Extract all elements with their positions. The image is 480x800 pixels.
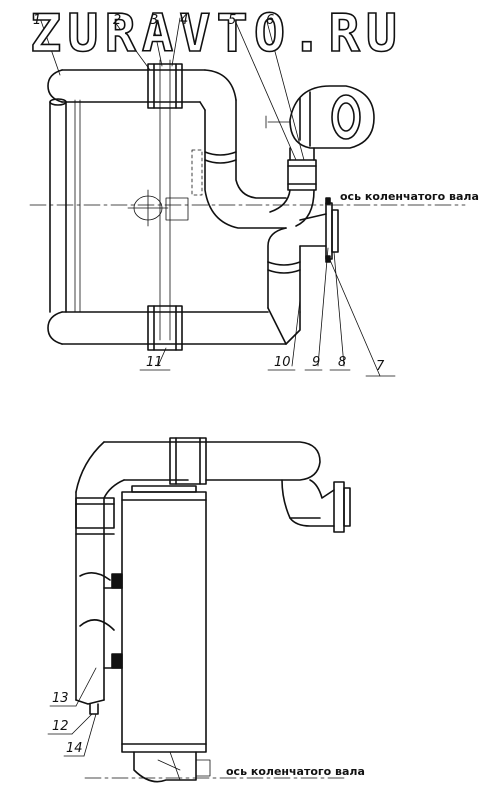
turbo-outlet-clamp [287, 147, 317, 191]
side-leaders [47, 667, 97, 757]
side-top-pipe [75, 441, 321, 499]
side-top-clamp [169, 437, 207, 485]
callout-9: 9 [312, 355, 321, 370]
turbo-bend [269, 189, 315, 227]
crankshaft-axis-label-top: ось коленчатого вала [340, 190, 479, 203]
descending-pipe [204, 99, 287, 229]
left-vertical-pipe [49, 98, 67, 313]
side-right-bend [281, 479, 351, 533]
callout-8: 8 [338, 355, 347, 370]
upper-pipe [47, 69, 237, 111]
side-left-pipes [75, 491, 123, 715]
turbocharger [265, 85, 375, 149]
top-leaders [39, 17, 396, 377]
lower-pipe [47, 307, 301, 345]
callout-11: 11 [146, 355, 163, 370]
muffler [121, 485, 211, 783]
engine-outline [74, 59, 203, 341]
callout-12: 12 [52, 719, 69, 734]
top-view [29, 17, 466, 377]
callout-10: 10 [274, 355, 291, 370]
manifold-flange [267, 197, 339, 263]
callout-14: 14 [66, 741, 83, 756]
callout-1: 1 [33, 13, 42, 28]
upper-clamp [147, 63, 183, 109]
callout-4: 4 [180, 13, 189, 28]
callout-13: 13 [52, 691, 69, 706]
crankshaft-axis-label-side: ось коленчатого вала [226, 765, 365, 778]
lower-descending-pipe [267, 245, 301, 313]
callout-2: 2 [113, 13, 122, 28]
callout-3: 3 [150, 13, 159, 28]
side-view [47, 437, 351, 783]
callout-6: 6 [266, 13, 275, 28]
callout-7: 7 [376, 359, 385, 374]
callout-5: 5 [228, 13, 237, 28]
watermark-text: ZURAVTO.RU [29, 3, 404, 65]
